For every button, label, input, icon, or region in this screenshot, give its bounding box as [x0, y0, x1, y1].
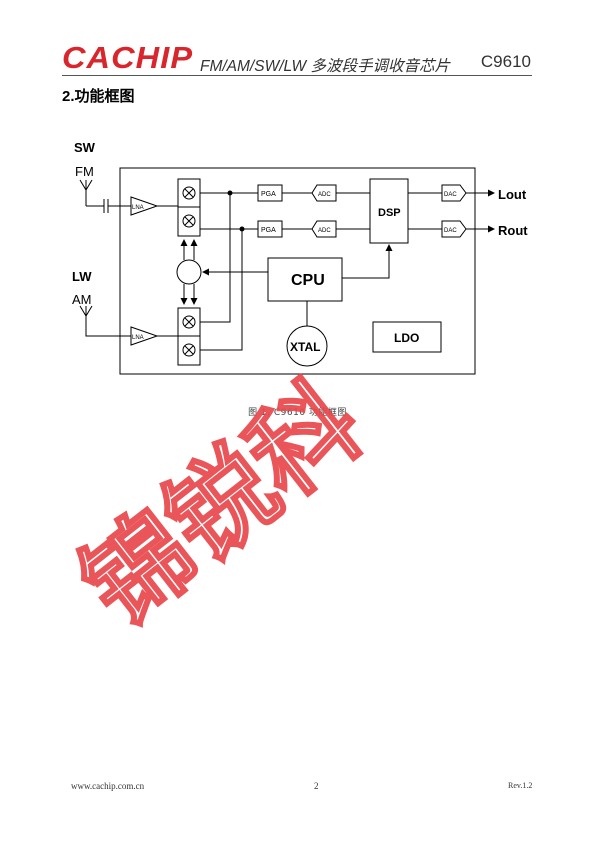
header-model: C9610: [480, 52, 531, 71]
pga-top-label: PGA: [261, 191, 276, 198]
adc-top-label: ADC: [318, 192, 331, 198]
am-antenna: [79, 305, 131, 337]
rout-label: Rout: [498, 223, 528, 238]
lna-bottom-label: LNA: [132, 335, 144, 341]
dac-top-block: [441, 184, 467, 202]
header-divider: [62, 75, 532, 76]
header-title: FM/AM/SW/LW 多波段手调收音芯片: [200, 58, 450, 75]
mixer-icon: [182, 315, 196, 329]
mixer-icon: [182, 214, 196, 228]
dac-bottom-label: DAC: [444, 228, 457, 234]
lna-top-label: LNA: [132, 205, 144, 211]
lout-label: Lout: [498, 187, 527, 202]
fm-label: FM: [75, 164, 94, 179]
section-title: 2.功能框图: [62, 88, 135, 105]
sw-label: SW: [74, 140, 96, 155]
footer-revision: Rev.1.2: [508, 781, 533, 790]
dac-top-label: DAC: [444, 192, 457, 198]
ldo-block: [372, 321, 442, 353]
junction-dot: [227, 190, 233, 196]
pga-bottom-label: PGA: [261, 227, 276, 234]
cpu-block: [267, 257, 343, 302]
xtal-label: XTAL: [290, 340, 320, 354]
adc-bottom-label: ADC: [318, 228, 331, 234]
lna-top-symbol: [130, 196, 159, 216]
oscillator-symbol: [176, 259, 202, 285]
junction-dot: [239, 226, 245, 232]
cpu-label: CPU: [291, 272, 325, 289]
chip-boundary: [119, 167, 476, 375]
company-logo: CACHIP: [62, 40, 194, 75]
fm-antenna: [79, 179, 93, 206]
lna-bottom-symbol: [130, 326, 159, 346]
lw-label: LW: [72, 269, 92, 284]
am-label: AM: [72, 292, 92, 307]
mixer-icon: [182, 186, 196, 200]
mixer-icon: [182, 343, 196, 357]
xtal-block: [286, 325, 328, 367]
figure-caption: 图 1. C9610 功能框图: [248, 408, 347, 418]
dac-bottom-block: [441, 220, 467, 238]
ldo-label: LDO: [394, 331, 419, 345]
dsp-label: DSP: [378, 207, 401, 219]
coupling-capacitor: [103, 199, 109, 213]
dsp-block: [369, 178, 409, 244]
footer-page-number: 2: [314, 781, 319, 791]
footer-url: www.cachip.com.cn: [71, 781, 145, 791]
